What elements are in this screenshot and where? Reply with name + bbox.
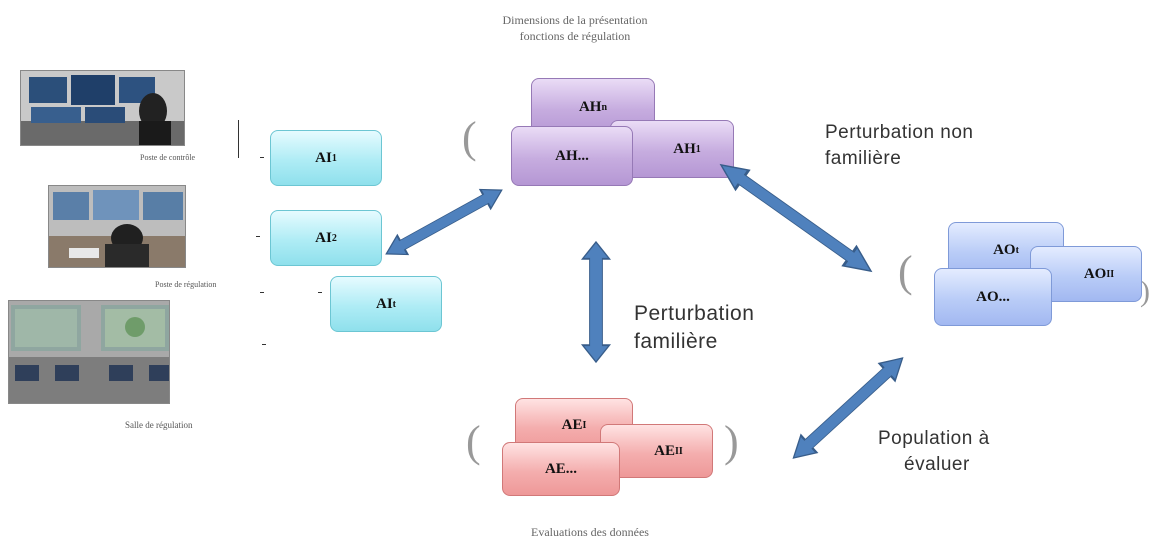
ah-box-1-sub: 1: [695, 143, 701, 155]
ao-box-ii-sub: II: [1106, 268, 1115, 280]
top-caption-line-2: fonctions de régulation: [519, 29, 631, 43]
ae-right-paren: ): [724, 417, 739, 466]
ai-box-3-sub: t: [392, 298, 396, 310]
label-pae-line-2: évaluer: [904, 454, 970, 475]
ae-box-etc-label: AE...: [544, 460, 578, 477]
ah-box-etc-label: AH...: [555, 147, 589, 164]
label-pf-line-1: Perturbation: [634, 302, 755, 325]
bullet-dash-5: [262, 344, 266, 345]
top-caption: Dimensions de la présentation fonctions …: [430, 12, 720, 44]
ah-box-etc: AH...: [511, 126, 633, 186]
ao-box-t-sub: t: [1015, 244, 1019, 256]
bullet-dash-4: [318, 292, 322, 293]
label-perturbation-familiere: Perturbation familière: [634, 300, 754, 356]
ah-box-n-label: AH: [578, 98, 602, 115]
ae-box-i-label: AE: [561, 416, 583, 433]
label-perturbation-non-familiere: Perturbation non familière: [825, 120, 974, 172]
bullet-dash-1: [260, 157, 264, 158]
ah-left-paren: (: [462, 113, 477, 162]
arrow-ah-ae: [583, 242, 610, 362]
photo-caption-3: Salle de régulation: [125, 420, 193, 430]
ai-box-2-label: AI: [315, 229, 332, 246]
bullet-dash-3: [260, 292, 264, 293]
ao-box-t-label: AO: [993, 241, 1016, 258]
label-pnf-line-1: Perturbation non: [825, 122, 974, 143]
photo-caption-1: Poste de contrôle: [140, 153, 196, 162]
ao-box-ii-label: AO: [1083, 265, 1107, 282]
arrow-ah-ao: [714, 155, 878, 281]
label-pae-line-1: Population à: [878, 428, 990, 449]
ai-box-1-label: AI: [315, 149, 332, 166]
ae-box-etc: AE...: [502, 442, 620, 496]
label-pf-line-2: familière: [634, 330, 718, 353]
ao-left-paren: (: [898, 247, 913, 296]
photo-caption-2: Poste de régulation: [155, 280, 217, 289]
ah-box-n-sub: n: [601, 101, 608, 113]
separator-line: [238, 120, 239, 158]
ao-box-etc-label: AO...: [976, 288, 1010, 305]
top-caption-line-1: Dimensions de la présentation: [502, 13, 648, 27]
ae-box-ii-sub: II: [675, 445, 683, 457]
ae-box-ii-label: AE: [654, 442, 676, 459]
bottom-caption: Evaluations des données: [531, 525, 649, 539]
control-room-photo-1: [20, 70, 185, 146]
bullet-dash-2: [256, 236, 260, 237]
ao-right-paren: ): [1140, 275, 1150, 308]
ae-box-i-sub: I: [582, 419, 587, 431]
ae-left-paren: (: [466, 417, 481, 466]
ao-box-etc: AO...: [934, 268, 1052, 326]
ai-box-3-label: AI: [375, 295, 393, 312]
control-room-photo-2: [48, 185, 186, 268]
label-pnf-line-2: familière: [825, 148, 902, 169]
ai-box-2-sub: 2: [331, 232, 337, 244]
ah-box-1-label: AH: [673, 140, 696, 157]
control-room-photo-3: [8, 300, 170, 404]
arrow-ai-ah: [381, 181, 507, 264]
label-population-a-evaluer: Population à évaluer: [878, 426, 990, 478]
ai-box-1-sub: 1: [331, 152, 337, 164]
